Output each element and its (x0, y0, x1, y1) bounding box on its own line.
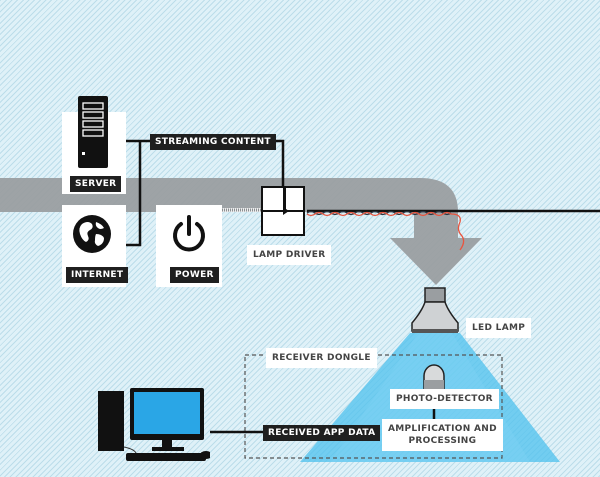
photo-detector-label: PHOTO-DETECTOR (390, 389, 499, 409)
internet-connector (126, 141, 142, 247)
streaming-content-label: STREAMING CONTENT (150, 134, 276, 150)
led-lamp-label: LED LAMP (466, 318, 532, 338)
lamp-driver-box (261, 186, 305, 236)
lamp-driver-inlet (283, 186, 286, 210)
power-icon (173, 215, 205, 252)
desktop-computer-icon (98, 388, 210, 461)
globe-icon (73, 215, 111, 253)
lamp-icon (411, 287, 459, 333)
server-label: SERVER (70, 176, 122, 192)
received-app-data-label: RECEIVED APP DATA (263, 425, 381, 441)
photo-detector-icon (423, 364, 445, 392)
amplification-processing-label: AMPLIFICATION AND PROCESSING (382, 419, 503, 451)
receiver-dongle-label: RECEIVER DONGLE (266, 348, 377, 368)
internet-label: INTERNET (66, 267, 129, 283)
signal-wire-dark (306, 210, 452, 216)
server-icon (78, 96, 108, 168)
signal-wire-red (306, 211, 465, 251)
lamp-driver-label: LAMP DRIVER (247, 245, 332, 265)
amplification-line-2: PROCESSING (408, 436, 477, 446)
data-pipe (0, 178, 482, 285)
power-label: POWER (170, 267, 219, 283)
power-coil (222, 208, 262, 212)
amplification-line-1: AMPLIFICATION AND (388, 424, 497, 434)
lamp-driver-arrow-icon (283, 207, 289, 215)
